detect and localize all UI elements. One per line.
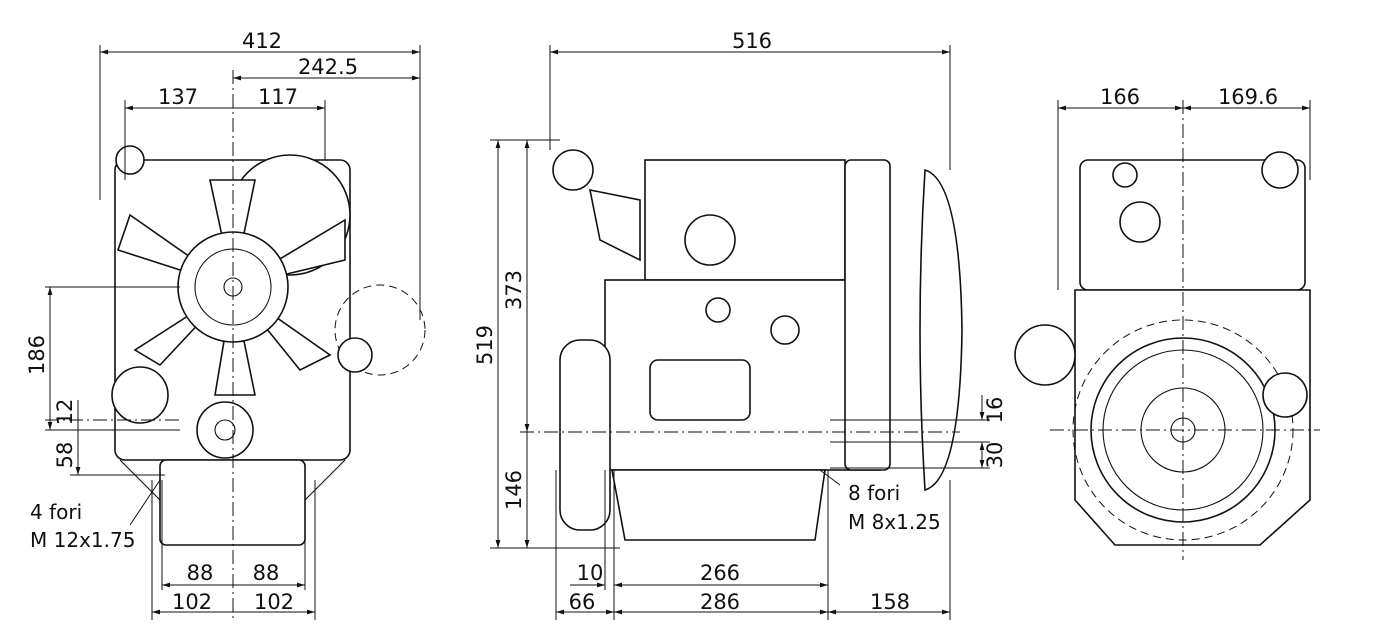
dim-117: 117 [258,85,298,109]
side-view: 516 519 373 146 16 30 8 fori M 8x1.25 10… [473,29,1007,620]
dim-412: 412 [242,29,282,53]
dim-519: 519 [473,325,497,365]
dim-146: 146 [502,470,526,510]
front-hole-note-line2: M 12x1.75 [30,528,135,552]
dim-58: 58 [53,442,77,469]
dim-286: 286 [700,590,740,614]
dim-66: 66 [569,590,596,614]
front-hole-note-line1: 4 fori [30,500,82,524]
dim-16: 16 [983,397,1007,424]
side-hole-note-line2: M 8x1.25 [848,510,941,534]
dim-88-left: 88 [187,561,214,585]
dim-158: 158 [870,590,910,614]
dim-169-6: 169.6 [1218,85,1278,109]
side-hole-note-line1: 8 fori [848,481,900,505]
dim-137: 137 [158,85,198,109]
dim-102-left: 102 [172,590,212,614]
dim-266: 266 [700,561,740,585]
rear-view: 166 169.6 [1014,85,1320,560]
dim-30: 30 [983,442,1007,469]
side-engine-outline [552,149,963,541]
dim-166: 166 [1100,85,1140,109]
dim-102-right: 102 [254,590,294,614]
dim-373: 373 [502,270,526,310]
dim-186: 186 [25,335,49,375]
dim-88-right: 88 [253,561,280,585]
rear-engine-outline [1014,151,1311,546]
front-engine-outline [111,145,426,546]
fan-icon [116,179,346,396]
front-view: 412 242.5 137 117 186 12 58 4 fori M 12x… [25,29,426,620]
dim-242-5: 242.5 [298,55,358,79]
dim-10: 10 [577,561,604,585]
dim-516: 516 [732,29,772,53]
dim-12: 12 [53,399,77,426]
